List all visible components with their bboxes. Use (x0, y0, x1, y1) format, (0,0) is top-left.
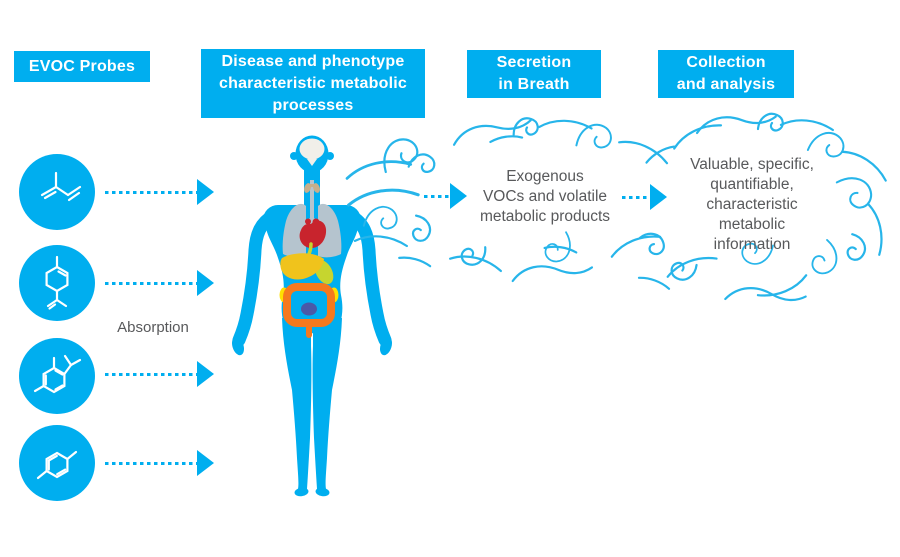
right-foot (315, 487, 330, 497)
probe-circle-4 (19, 425, 95, 501)
arrowhead-icon (197, 450, 214, 476)
header-disease-line1: Disease and phenotype (221, 52, 405, 70)
dotted-line (105, 461, 197, 465)
bladder-icon (301, 302, 317, 316)
probe-circle-3 (19, 338, 95, 414)
left-leg (282, 318, 312, 489)
header-collection-line1: Collection (686, 54, 766, 71)
arrowhead-icon (197, 179, 214, 205)
arrowhead-icon (197, 270, 214, 296)
header-collection-analysis: Collection and analysis (658, 50, 794, 98)
probe-arrow-4 (105, 450, 214, 476)
dotted-line (105, 372, 197, 376)
dotted-line (424, 194, 450, 198)
left-foot (294, 487, 309, 497)
dotted-line (105, 281, 197, 285)
molecule-isoprene-icon (40, 171, 82, 202)
probe-arrow-2 (105, 270, 214, 296)
arrowhead-icon (650, 184, 667, 210)
header-disease-processes: Disease and phenotype characteristic met… (201, 49, 425, 118)
analysis-cloud-text: Valuable, specific, quantifiable, charac… (690, 156, 814, 253)
header-disease-line3: processes (272, 96, 354, 114)
left-hand (232, 336, 244, 356)
breath-arrow (424, 183, 467, 209)
header-collection-line2: and analysis (676, 76, 776, 93)
human-body-organs-icon (232, 135, 392, 497)
right-arm (344, 209, 392, 347)
right-leg (312, 318, 342, 489)
probe-arrow-3 (105, 361, 214, 387)
breath-cloud-text: Exogenous VOCs and volatile metabolic pr… (479, 168, 611, 225)
collection-arrow (622, 184, 667, 210)
brain-icon (299, 138, 325, 160)
probe-circle-2 (19, 245, 95, 321)
arrowhead-icon (197, 361, 214, 387)
header-disease-line2: characteristic metabolic (219, 74, 407, 92)
arrowhead-icon (450, 183, 467, 209)
molecule-limonene-icon (45, 255, 69, 310)
molecule-cymene-icon (33, 354, 82, 394)
dotted-line (105, 190, 197, 194)
colon-icon (283, 283, 335, 327)
left-arm (232, 209, 280, 347)
right-hand (380, 336, 392, 356)
dotted-line (622, 195, 650, 199)
probe-arrow-1 (105, 179, 214, 205)
heart-icon (299, 218, 327, 249)
header-secretion-line2: in Breath (498, 76, 570, 93)
liver-icon (280, 253, 324, 280)
header-secretion-breath: Secretion in Breath (467, 50, 601, 98)
header-evoc-probes: EVOC Probes (14, 51, 150, 82)
brain-stem (307, 159, 317, 166)
lungs-icon (282, 203, 342, 258)
thyroid-icon (304, 183, 320, 193)
molecule-xylene-icon (36, 450, 78, 480)
header-evoc-probes-line: EVOC Probes (28, 57, 136, 75)
probe-circle-1 (19, 154, 95, 230)
header-secretion-line1: Secretion (496, 54, 572, 71)
absorption-label: Absorption (117, 319, 189, 336)
